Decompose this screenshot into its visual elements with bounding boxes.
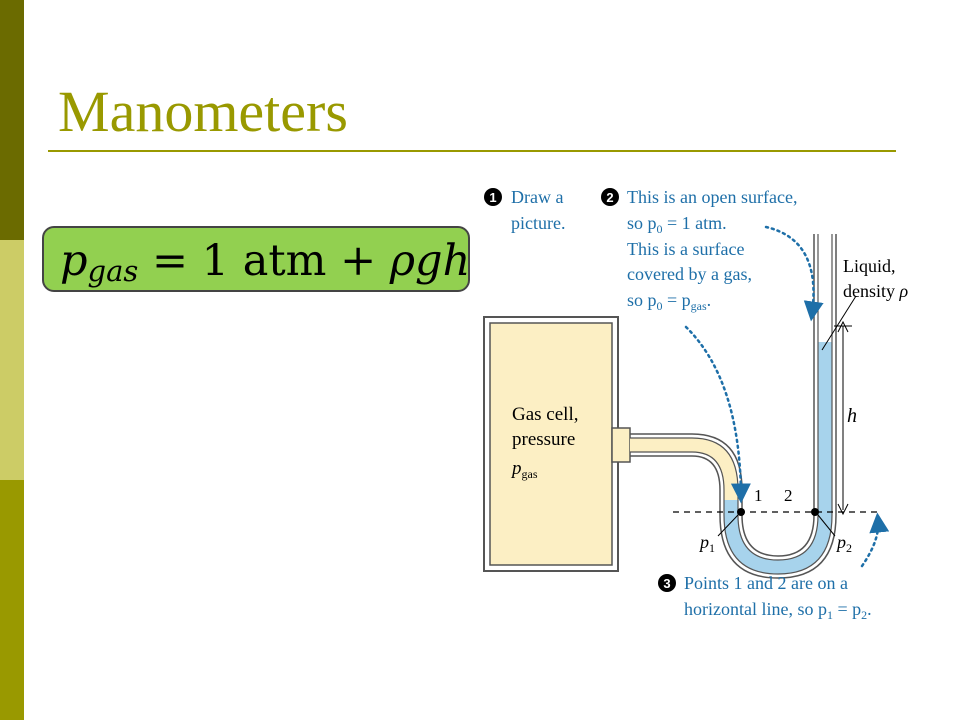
step-1-line-2: picture.: [511, 213, 565, 233]
step-2-line-4: covered by a gas,: [627, 264, 752, 284]
side-bar-olive: [0, 480, 24, 720]
tube-inner-wall-2: [630, 234, 833, 575]
arrow-horizontal-line: [860, 512, 890, 568]
step-2-line-2: so p0 = 1 atm.: [627, 213, 727, 236]
p2-label: p2: [835, 532, 852, 555]
liquid-label-1: Liquid,: [843, 256, 896, 276]
gas-label-1: Gas cell,: [512, 404, 578, 425]
point-2-label: 2: [784, 486, 793, 505]
step-1-line-1: Draw a: [511, 187, 563, 207]
gas-cell-inner: [489, 322, 613, 566]
formula-box: pgas = 1 atm + ρgh: [42, 226, 470, 292]
step-2-line-3: This is a surface: [627, 239, 744, 259]
svg-text:2: 2: [606, 190, 613, 205]
svg-text:1: 1: [489, 190, 496, 205]
height-label: h: [847, 405, 857, 427]
page-title: Manometers: [58, 79, 348, 144]
tube-outer-wall: [630, 234, 815, 557]
side-bar-light: [0, 240, 24, 480]
tube-liquid: [724, 342, 832, 574]
svg-text:3: 3: [663, 576, 670, 591]
step-2-line-1: This is an open surface,: [627, 187, 797, 207]
step-2-line-5: so p0 = pgas.: [627, 290, 711, 313]
arrow-open-surface: [764, 225, 824, 322]
side-bar-dark: [0, 0, 24, 240]
title-divider: [48, 150, 896, 152]
step-1-badge: [484, 188, 502, 206]
p1-label: p1: [698, 532, 715, 555]
tube-outer-wall-2: [630, 234, 837, 579]
formula-text: pgas = 1 atm + ρgh: [60, 236, 471, 288]
tube-gas: [630, 438, 738, 500]
tube-fitting: [611, 427, 631, 463]
tube-inner-wall: [630, 234, 819, 561]
gas-label-3: pgas: [510, 458, 538, 481]
arrow-gas-surface: [684, 325, 751, 504]
gas-label-2: pressure: [512, 429, 575, 450]
point-1-dot: [737, 508, 745, 516]
step-3-line-2: horizontal line, so p1 = p2.: [684, 599, 872, 622]
step-3-badge: [658, 574, 676, 592]
point-2-dot: [811, 508, 819, 516]
liquid-label-2: density ρ: [843, 281, 909, 301]
point-1-label: 1: [754, 486, 763, 505]
step-2-badge: [601, 188, 619, 206]
step-3-line-1: Points 1 and 2 are on a: [684, 573, 848, 593]
